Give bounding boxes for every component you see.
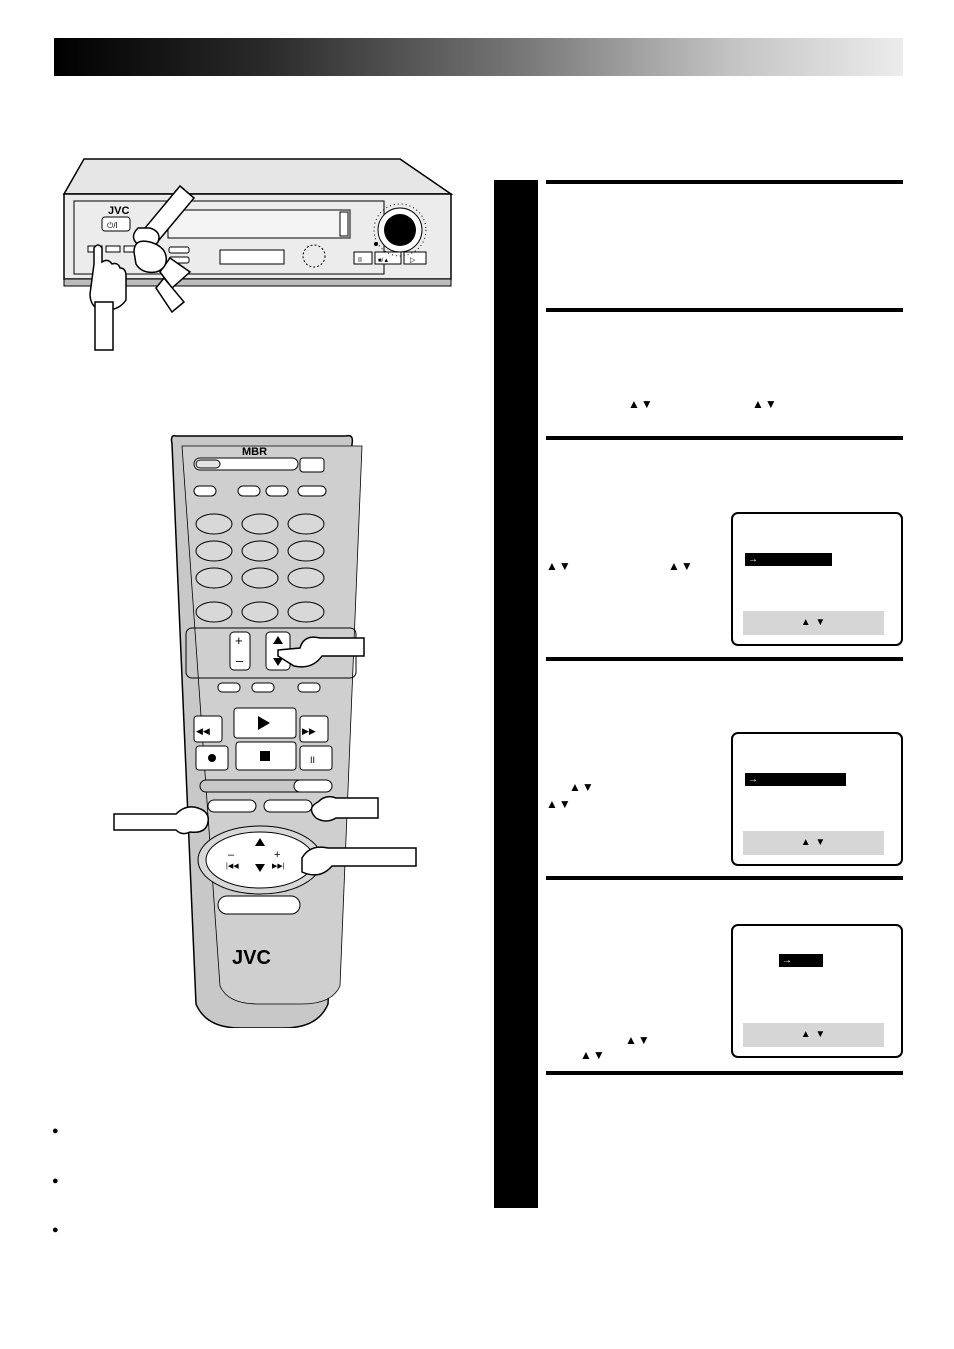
step-divider-2 <box>546 308 903 312</box>
step3-arrows-a: ▲▼ <box>546 559 572 573</box>
remote-menu-left[interactable] <box>207 799 257 813</box>
vcr-brand: JVC <box>108 205 129 217</box>
vcr-pause-label: II <box>358 257 362 264</box>
osd-screen-1-highlight: → <box>745 553 832 566</box>
remote-key-7[interactable] <box>195 567 233 589</box>
vcr-button-2[interactable] <box>105 245 121 253</box>
osd-screen-1-footer: ▲ ▼ <box>743 611 884 635</box>
remote-pause-button[interactable] <box>299 745 333 771</box>
step5-arrows-a: ▲▼ <box>625 1033 651 1047</box>
remote-plus-symbol: + <box>235 633 243 648</box>
svg-text:–: – <box>228 849 235 861</box>
remote-key-left-bottom[interactable] <box>195 601 233 623</box>
remote-key-8[interactable] <box>241 567 279 589</box>
remote-illustration: MBR + – ◀◀ ▶▶ II <box>113 434 417 1028</box>
step4-arrows-a: ▲▼ <box>569 780 595 794</box>
hand-pointer-vcr-right <box>133 240 192 314</box>
remote-key-1[interactable] <box>195 513 233 535</box>
step-divider-5 <box>546 876 903 880</box>
remote-key-4[interactable] <box>195 540 233 562</box>
step2-arrows-b: ▲▼ <box>752 397 778 411</box>
svg-text:II: II <box>310 755 315 765</box>
steps-side-bar <box>494 180 538 1208</box>
page-header-bar <box>54 38 903 76</box>
step2-arrows-a: ▲▼ <box>628 397 654 411</box>
remote-menu-right[interactable] <box>263 799 313 813</box>
remote-key-right-bottom[interactable] <box>287 601 325 623</box>
step-divider-6 <box>546 1071 903 1075</box>
step4-arrows-b: ▲▼ <box>546 797 572 811</box>
note-bullet-3: ● <box>52 1224 59 1236</box>
osd-screen-1: → ▲ ▼ <box>731 512 903 646</box>
remote-key-9[interactable] <box>287 567 325 589</box>
remote-minus-symbol: – <box>236 653 244 668</box>
svg-text:▶▶|: ▶▶| <box>272 863 285 870</box>
note-bullet-2: ● <box>52 1175 59 1187</box>
remote-ffwd-button[interactable] <box>299 715 329 743</box>
remote-rewind-button[interactable] <box>193 715 223 743</box>
remote-key-5[interactable] <box>241 540 279 562</box>
hand-pointer-dpad <box>301 846 417 876</box>
svg-text:◀◀: ◀◀ <box>196 726 210 736</box>
step-divider-3 <box>546 436 903 440</box>
vcr-play-label: ▷ <box>410 257 416 264</box>
svg-text:+: + <box>274 849 280 861</box>
hand-pointer-channel <box>277 636 365 668</box>
osd-screen-3-footer: ▲ ▼ <box>743 1023 884 1047</box>
hand-pointer-menu-left <box>113 806 210 835</box>
remote-brand: JVC <box>232 947 271 969</box>
osd-screen-2: → ▲ ▼ <box>731 732 903 866</box>
vcr-display <box>219 249 285 265</box>
step-divider-4 <box>546 657 903 661</box>
remote-logo-top: MBR <box>242 446 267 458</box>
osd-screen-2-footer: ▲ ▼ <box>743 831 884 855</box>
hand-pointer-vcr-bottom <box>89 244 127 351</box>
remote-key-6[interactable] <box>287 540 325 562</box>
hand-pointer-menu-right <box>310 795 379 822</box>
osd-screen-2-highlight: → <box>745 773 846 786</box>
vcr-stop-eject-label: ■/▲ <box>378 258 389 264</box>
remote-key-0[interactable] <box>241 601 279 623</box>
svg-text:▶▶: ▶▶ <box>302 726 316 736</box>
note-bullet-1: ● <box>52 1125 59 1137</box>
remote-key-3[interactable] <box>287 513 325 535</box>
vcr-illustration: JVC ⏻/I II ■/▲ ▷ <box>62 158 454 351</box>
step3-arrows-b: ▲▼ <box>668 559 694 573</box>
remote-key-2[interactable] <box>241 513 279 535</box>
step-divider-1 <box>546 180 903 184</box>
svg-text:|◀◀: |◀◀ <box>226 863 239 870</box>
step5-arrows-b: ▲▼ <box>580 1048 606 1062</box>
osd-screen-3: → ▲ ▼ <box>731 924 903 1058</box>
osd-screen-3-highlight: → <box>779 954 823 967</box>
remote-volume-rocker[interactable] <box>229 631 251 671</box>
vcr-power-symbol: ⏻/I <box>107 221 118 230</box>
